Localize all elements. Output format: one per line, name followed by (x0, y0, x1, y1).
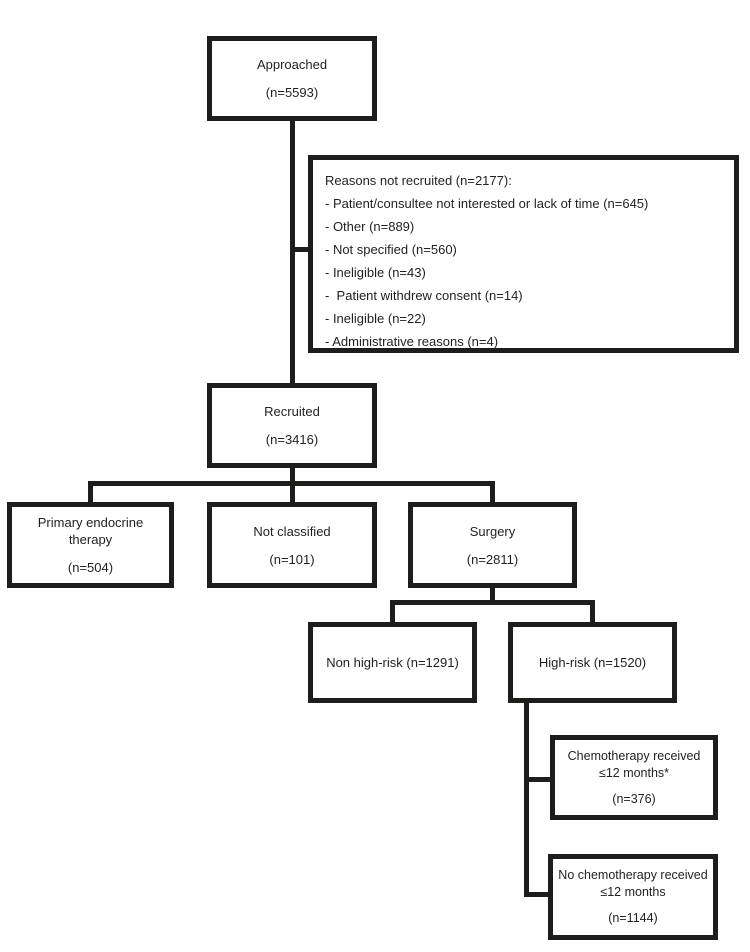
node-non-high-risk: Non high-risk (n=1291) (308, 622, 477, 703)
connector-branch-to-no-chemotherapy (527, 892, 548, 897)
node-chemotherapy-received-count: (n=376) (612, 791, 656, 806)
node-no-chemotherapy-received-count: (n=1144) (608, 911, 658, 925)
node-high-risk: High-risk (n=1520) (508, 622, 677, 703)
connector-bar-recruited-children (88, 481, 495, 486)
reason-item: - Ineligible (n=22) (325, 311, 426, 326)
node-approached-label: Approached (256, 57, 328, 72)
reason-item: - Patient withdrew consent (n=14) (325, 288, 523, 303)
node-not-classified-label: Not classified (253, 523, 331, 539)
reason-item: - Not specified (n=560) (325, 242, 457, 257)
reasons-title: Reasons not recruited (n=2177): (325, 173, 512, 188)
node-surgery-label: Surgery (469, 523, 516, 539)
node-recruited: Recruited (n=3416) (207, 383, 377, 468)
connector-drop-surgery (490, 484, 495, 502)
node-surgery-count: (n=2811) (466, 551, 519, 567)
connector-drop-not-classified (290, 484, 295, 502)
connector-branch-to-reasons (292, 247, 308, 252)
node-reasons-not-recruited: Reasons not recruited (n=2177): - Patien… (308, 155, 739, 353)
node-primary-endocrine-therapy: Primary endocrine therapy (n=504) (7, 502, 174, 588)
node-high-risk-label: High-risk (n=1520) (538, 655, 647, 670)
connector-drop-non-high-risk (390, 603, 395, 622)
node-not-classified-count: (n=101) (269, 551, 315, 567)
node-no-chemotherapy-received: No chemotherapy received ≤12 months (n=1… (548, 854, 718, 940)
connector-surgery-to-bar (490, 588, 495, 602)
node-approached-count: (n=5593) (265, 85, 319, 100)
reason-item: - Ineligible (n=43) (325, 265, 426, 280)
node-no-chemotherapy-received-label: No chemotherapy received ≤12 months (558, 868, 708, 899)
connector-drop-high-risk (590, 603, 595, 622)
node-surgery: Surgery (n=2811) (408, 502, 577, 588)
connector-drop-primary-endocrine (88, 484, 93, 502)
node-chemotherapy-received-label: Chemotherapy received ≤12 months* (567, 748, 701, 780)
connector-branch-to-chemotherapy (527, 777, 550, 782)
node-recruited-count: (n=3416) (265, 432, 319, 447)
reason-item: - Administrative reasons (n=4) (325, 334, 499, 349)
node-primary-endocrine-therapy-label: Primary endocrine therapy (37, 515, 144, 547)
connector-approached-to-recruited (290, 121, 295, 383)
node-approached: Approached (n=5593) (207, 36, 377, 121)
connector-high-risk-down (524, 703, 529, 897)
node-chemotherapy-received: Chemotherapy received ≤12 months* (n=376… (550, 735, 718, 820)
node-not-classified: Not classified (n=101) (207, 502, 377, 588)
reason-item: - Other (n=889) (325, 219, 415, 234)
connector-bar-surgery-children (390, 600, 595, 605)
reason-item: - Patient/consultee not interested or la… (325, 196, 649, 211)
node-recruited-label: Recruited (264, 404, 320, 419)
connector-recruited-to-bar (290, 468, 295, 484)
node-non-high-risk-label: Non high-risk (n=1291) (326, 655, 459, 670)
node-primary-endocrine-therapy-count: (n=504) (67, 560, 114, 575)
